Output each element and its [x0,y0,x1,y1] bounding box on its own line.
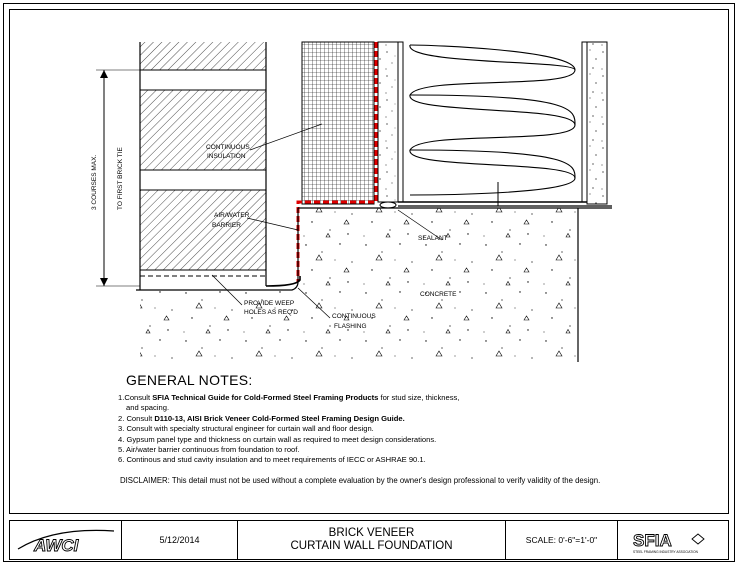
barrier-label-2: BARRIER [212,222,241,229]
stud-wall [377,41,612,209]
disclaimer: DISCLAIMER: This detail must not be used… [120,476,601,485]
sfia-logo-text: SFIA [633,531,672,550]
flashing-label-2: FLASHING [334,323,367,330]
general-notes: GENERAL NOTES: 1.Consult SFIA Technical … [118,372,718,466]
brick-veneer [139,42,267,290]
flashing-line [265,276,301,287]
awci-logo-text: AWCI [33,536,80,555]
title-block: AWCI 5/12/2014 BRICK VENEER CURTAIN WALL… [9,520,729,560]
note-1-text-a: 1.Consult [118,393,153,402]
note-2-reference: D110-13, AISI Brick Veneer Cold-Formed S… [154,413,405,423]
dimension-line [96,69,140,287]
continuous-insulation [301,41,375,205]
note-3: 3. Consult with specialty structural eng… [118,424,374,434]
sealant-label: SEALANT [418,235,448,242]
weep-label-1: PROVIDE WEEP [244,300,294,307]
note-1: 1.Consult SFIA Technical Guide for Cold-… [118,393,718,403]
weep-label-2: HOLES AS REQ'D [244,309,298,316]
drawing-title: BRICK VENEER CURTAIN WALL FOUNDATION [238,521,506,559]
concrete-foundation [136,207,612,362]
note-4: 4. Gypsum panel type and thickness on cu… [118,434,437,444]
dimension-label-2: TO FIRST BRICK TIE [117,146,124,210]
awci-logo: AWCI [10,521,122,559]
notes-title: GENERAL NOTES: [126,372,253,388]
note-1-text-c: for stud size, thickness, [378,393,460,402]
note-2: 2. Consult D110-13, AISI Brick Veneer Co… [118,414,718,424]
concrete-label: CONCRETE [420,291,457,298]
note-6: 6. Continous and stud cavity insulation … [118,455,426,465]
sheet-border [3,3,735,562]
flashing-label-1: CONTINUOUS [332,313,376,320]
barrier-label-1: AIR/WATER [214,212,250,219]
awci-logo-icon: AWCI [17,529,114,555]
note-1-reference: SFIA Technical Guide for Cold-Formed Ste… [152,393,379,402]
sfia-logo-subtext: STEEL FRAMING INDUSTRY ASSOCIATION [633,550,699,554]
note-5: 5. Air/water barrier continuous from fou… [118,445,300,455]
dimension-label: 3 COURSES MAX. [91,155,98,210]
drawing-border [9,9,729,514]
insulation-label-2: INSULATION [207,153,246,160]
drawing-date: 5/12/2014 [122,521,238,559]
drawing-title-line-1: BRICK VENEER [328,527,415,539]
note-2-text-a: 2. Consult [118,413,155,423]
leader-lines [211,123,443,319]
sfia-logo-icon: SFIA STEEL FRAMING INDUSTRY ASSOCIATION [633,531,705,554]
drawing-title-line-2: CURTAIN WALL FOUNDATION [290,540,453,552]
sfia-logo: SFIA STEEL FRAMING INDUSTRY ASSOCIATION [618,521,728,559]
air-water-barrier-line [296,42,378,282]
insulation-label-1: CONTINUOUS [206,144,250,151]
drawing-scale: SCALE: 0'-6"=1'-0" [506,521,618,559]
note-1-text-d: and spacing. [126,403,170,413]
